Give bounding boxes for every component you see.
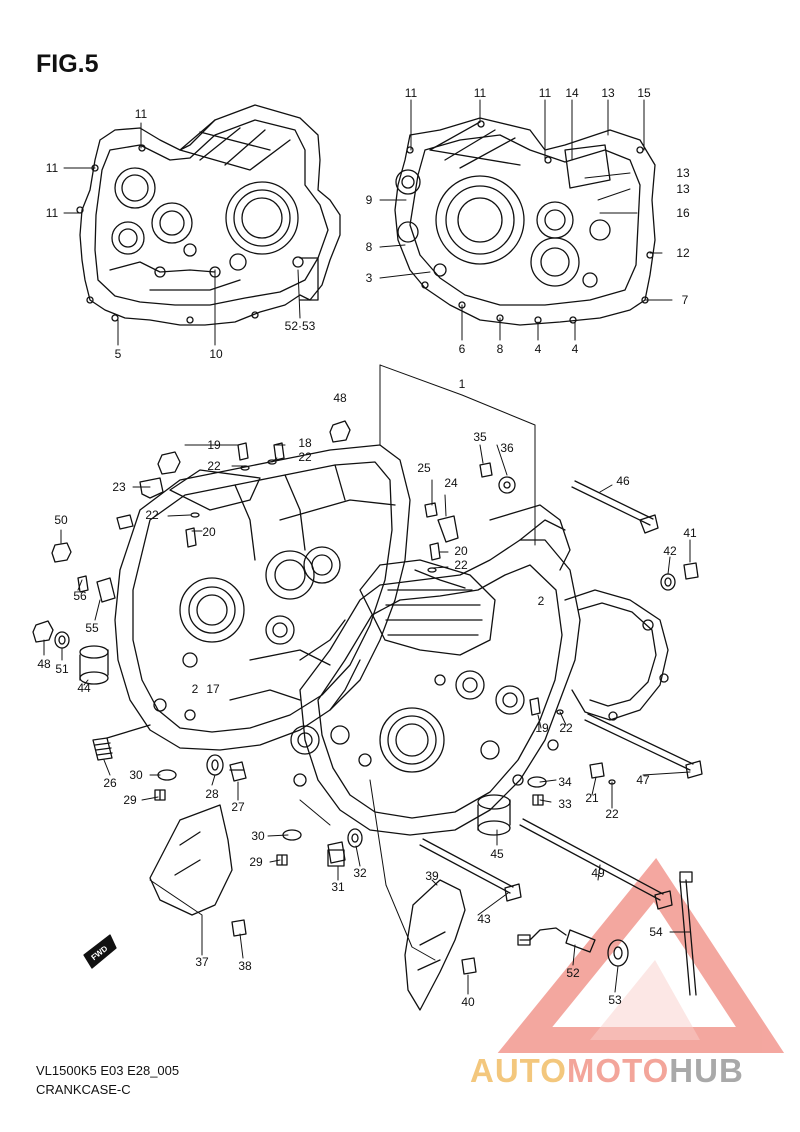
callout-22: 22 bbox=[207, 459, 221, 473]
callout-9: 9 bbox=[366, 193, 373, 207]
callout-30: 30 bbox=[251, 829, 265, 843]
leader-lines bbox=[43, 99, 691, 995]
callout-15: 15 bbox=[637, 86, 651, 100]
callout-45: 45 bbox=[490, 847, 504, 861]
callout-11: 11 bbox=[405, 86, 418, 100]
crankcase-assembly bbox=[114, 444, 669, 836]
callout-48: 48 bbox=[333, 391, 347, 405]
callout-8: 8 bbox=[366, 240, 373, 254]
callout-13: 13 bbox=[601, 86, 615, 100]
callout-11: 11 bbox=[539, 86, 552, 100]
crankcase-half-right-inner-view bbox=[394, 117, 656, 326]
callout-13: 13 bbox=[676, 182, 690, 196]
callout-22: 22 bbox=[145, 508, 159, 522]
callout-50: 50 bbox=[54, 513, 68, 527]
callout-1: 1 bbox=[459, 377, 466, 391]
callout-11: 11 bbox=[46, 206, 59, 220]
callout-51: 51 bbox=[55, 662, 69, 676]
callout-40: 40 bbox=[461, 995, 475, 1009]
callout-52: 52 bbox=[566, 966, 580, 980]
callout-14: 14 bbox=[565, 86, 579, 100]
callout-29: 29 bbox=[249, 855, 263, 869]
callout-4: 4 bbox=[535, 342, 542, 356]
callout-19: 19 bbox=[207, 438, 221, 452]
callout-17: 17 bbox=[206, 682, 220, 696]
section-name: CRANKCASE-C bbox=[36, 1082, 131, 1097]
callout-36: 36 bbox=[500, 441, 514, 455]
callout-56: 56 bbox=[73, 589, 87, 603]
callout-6: 6 bbox=[459, 342, 466, 356]
watermark-part-moto: MOTO bbox=[566, 1052, 670, 1089]
callout-34: 34 bbox=[558, 775, 572, 789]
callout-43: 43 bbox=[477, 912, 491, 926]
callout-29: 29 bbox=[123, 793, 137, 807]
callout-2: 2 bbox=[538, 594, 545, 608]
callout-54: 54 bbox=[649, 925, 663, 939]
callout-11: 11 bbox=[46, 161, 59, 175]
callout-28: 28 bbox=[205, 787, 219, 801]
callout-42: 42 bbox=[663, 544, 677, 558]
callout-18: 18 bbox=[298, 436, 312, 450]
watermark-wordmark: AUTOMOTOHUB bbox=[470, 1052, 744, 1090]
figure-title: FIG.5 bbox=[36, 50, 99, 78]
callout-4: 4 bbox=[572, 342, 579, 356]
callout-10: 10 bbox=[209, 347, 223, 361]
callout-27: 27 bbox=[231, 800, 245, 814]
callout-53: 53 bbox=[608, 993, 622, 1007]
callout-31: 31 bbox=[331, 880, 345, 894]
callout-24: 24 bbox=[444, 476, 458, 490]
callout-2: 2 bbox=[192, 682, 199, 696]
callout-39: 39 bbox=[425, 869, 439, 883]
model-code: VL1500K5 E03 E28_005 bbox=[36, 1063, 180, 1078]
callout-11: 11 bbox=[474, 86, 487, 100]
callout-19: 19 bbox=[535, 721, 549, 735]
callout-11: 11 bbox=[135, 107, 148, 121]
callout-16: 16 bbox=[676, 206, 690, 220]
callout-30: 30 bbox=[129, 768, 143, 782]
fwd-direction-arrow-icon bbox=[83, 934, 117, 969]
watermark-part-auto: AUTO bbox=[470, 1052, 567, 1089]
callout-38: 38 bbox=[238, 959, 252, 973]
callout-23: 23 bbox=[112, 480, 126, 494]
callout-49: 49 bbox=[591, 866, 605, 880]
callout-12: 12 bbox=[676, 246, 690, 260]
callout-3: 3 bbox=[366, 271, 373, 285]
callout-48: 48 bbox=[37, 657, 51, 671]
callout-25: 25 bbox=[417, 461, 431, 475]
callout-22: 22 bbox=[559, 721, 573, 735]
callout-20: 20 bbox=[454, 544, 468, 558]
callout-55: 55 bbox=[85, 621, 99, 635]
callout-47: 47 bbox=[636, 773, 650, 787]
watermark-part-hub: HUB bbox=[669, 1052, 744, 1089]
callout-labels: 11 11 11 11 11 11 14 13 15 13 13 9 16 8 … bbox=[37, 86, 697, 1009]
callout-52-53: 52·53 bbox=[285, 319, 316, 333]
callout-13: 13 bbox=[676, 166, 690, 180]
callout-44: 44 bbox=[77, 681, 91, 695]
callout-32: 32 bbox=[353, 866, 367, 880]
callout-5: 5 bbox=[115, 347, 122, 361]
callout-22: 22 bbox=[454, 558, 468, 572]
callout-26: 26 bbox=[103, 776, 117, 790]
callout-41: 41 bbox=[683, 526, 697, 540]
callout-33: 33 bbox=[558, 797, 572, 811]
callout-8: 8 bbox=[497, 342, 504, 356]
watermark-triangle-logo bbox=[497, 858, 785, 1053]
callout-22: 22 bbox=[298, 450, 312, 464]
callout-46: 46 bbox=[616, 474, 630, 488]
crankcase-half-left-inner-view bbox=[76, 104, 341, 326]
callout-22: 22 bbox=[605, 807, 619, 821]
callout-7: 7 bbox=[682, 293, 689, 307]
callout-20: 20 bbox=[202, 525, 216, 539]
callout-37: 37 bbox=[195, 955, 209, 969]
callout-35: 35 bbox=[473, 430, 487, 444]
loose-parts bbox=[32, 420, 703, 1011]
callout-21: 21 bbox=[585, 791, 599, 805]
